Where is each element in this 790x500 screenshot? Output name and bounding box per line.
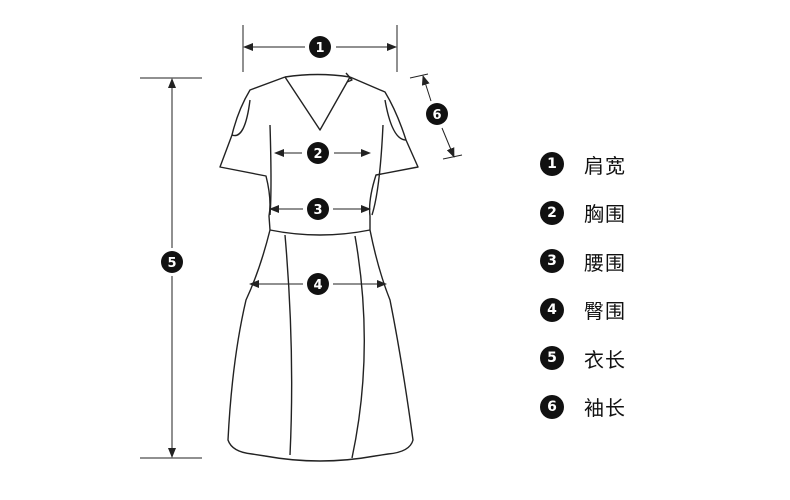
- svg-text:3: 3: [313, 203, 322, 218]
- svg-text:1: 1: [315, 41, 324, 56]
- marker-1: 1: [309, 36, 331, 58]
- sleeve-arrow-up: [421, 75, 432, 102]
- collar-tab: [345, 72, 353, 83]
- marker-2: 2: [307, 142, 329, 164]
- sleeve-arrow-down: [441, 127, 455, 158]
- sleeve-guide-bottom: [442, 154, 463, 160]
- skirt-panel-left: [284, 234, 293, 456]
- sleeve-guide-top: [409, 73, 429, 79]
- svg-text:2: 2: [313, 147, 322, 162]
- left-sleeve-seam: [231, 99, 251, 137]
- marker-5: 5: [161, 251, 183, 273]
- legend-badge: 3: [540, 249, 564, 274]
- neckline: [284, 76, 351, 131]
- svg-text:5: 5: [167, 256, 176, 271]
- right-princess-seam: [371, 124, 384, 216]
- dress-hem: [264, 455, 376, 462]
- legend-badge: 1: [540, 152, 564, 177]
- legend-badge: 6: [540, 394, 564, 419]
- legend-item-sleeve-length: 6 袖长: [540, 383, 626, 432]
- legend-item-length: 5 衣长: [540, 334, 626, 383]
- legend-badge: 2: [540, 200, 564, 225]
- legend-label: 衣长: [584, 347, 626, 372]
- marker-6: 6: [426, 103, 448, 125]
- legend-label: 肩宽: [584, 153, 626, 178]
- skirt-panel-right: [351, 235, 366, 459]
- measurement-lines: [140, 25, 463, 459]
- legend-badge: 4: [540, 297, 564, 322]
- legend: 1 肩宽 2 胸围 3 腰围 4 臀围 5 衣长 6 袖长: [540, 140, 626, 431]
- marker-3: 3: [307, 198, 329, 220]
- left-princess-seam: [269, 124, 272, 216]
- right-sleeve-seam: [384, 99, 407, 141]
- svg-text:6: 6: [432, 108, 441, 123]
- svg-text:4: 4: [313, 278, 322, 293]
- marker-4: 4: [307, 273, 329, 295]
- neckline-back: [284, 73, 351, 78]
- dress-outline: [219, 72, 419, 462]
- legend-label: 袖长: [584, 396, 626, 421]
- legend-item-hip: 4 臀围: [540, 286, 626, 335]
- legend-label: 腰围: [584, 250, 626, 275]
- legend-badge: 5: [540, 346, 564, 371]
- legend-item-shoulder-width: 1 肩宽: [540, 140, 626, 189]
- legend-item-waist: 3 腰围: [540, 237, 626, 286]
- dress-left-contour: [219, 76, 286, 457]
- legend-label: 臀围: [584, 299, 626, 324]
- waist-seam: [269, 229, 371, 236]
- legend-item-chest: 2 胸围: [540, 189, 626, 238]
- legend-label: 胸围: [584, 202, 626, 227]
